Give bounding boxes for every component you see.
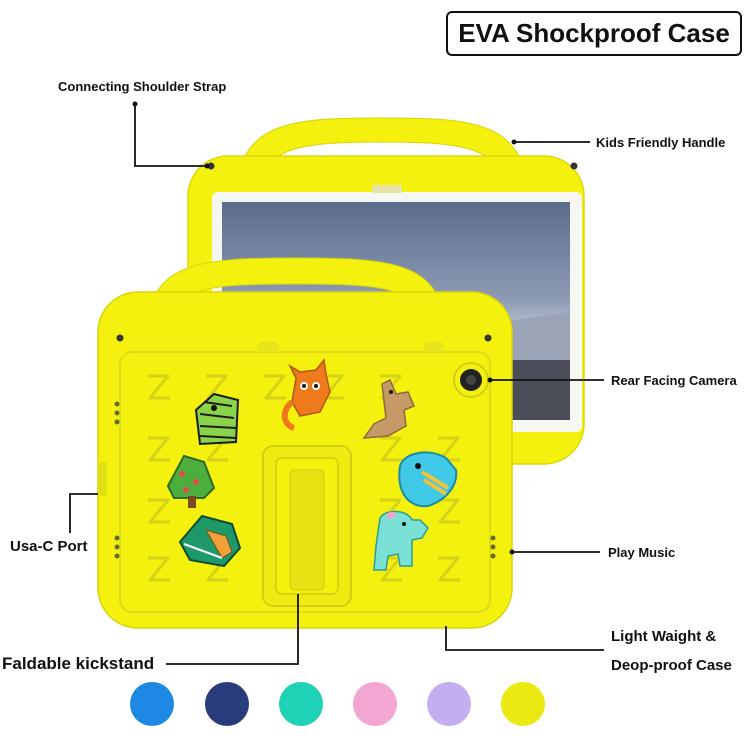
color-swatch-yellow[interactable] (501, 682, 545, 726)
color-swatch-lavender[interactable] (427, 682, 471, 726)
back-case (97, 257, 513, 629)
cat-sticker-icon (281, 358, 331, 431)
tree-sticker-icon (166, 454, 216, 508)
leader-shoulder-strap (134, 104, 207, 167)
piano-sticker-icon (178, 514, 242, 568)
lightweight-label-line2: Deop-proof Case (611, 657, 732, 674)
zebra-sticker-icon (194, 392, 240, 446)
camera-label: Rear Facing Camera (611, 373, 737, 388)
color-swatch-mint[interactable] (279, 682, 323, 726)
page-title: EVA Shockproof Case (446, 11, 742, 56)
color-swatch-navy[interactable] (205, 682, 249, 726)
play-music-label: Play Music (608, 545, 676, 560)
leader-kickstand (166, 594, 299, 665)
color-swatch-pink[interactable] (353, 682, 397, 726)
kickstand-label: Faldable kickstand (2, 654, 155, 673)
leader-lightweight (445, 626, 604, 651)
handle-label: Kids Friendly Handle (596, 135, 726, 150)
leader-lines (69, 104, 604, 665)
lightweight-label-line1: Light Waight & (611, 628, 717, 645)
usb-port-label: Usa-C Port (10, 538, 88, 555)
color-swatch-blue[interactable] (130, 682, 174, 726)
elephant-sticker-icon (373, 510, 429, 571)
leader-usb-port (69, 493, 98, 533)
camera-icon (453, 362, 489, 398)
shoulder-strap-label: Connecting Shoulder Strap (58, 79, 227, 94)
bird-sticker-icon (398, 451, 458, 508)
kangaroo-sticker-icon (362, 378, 415, 439)
